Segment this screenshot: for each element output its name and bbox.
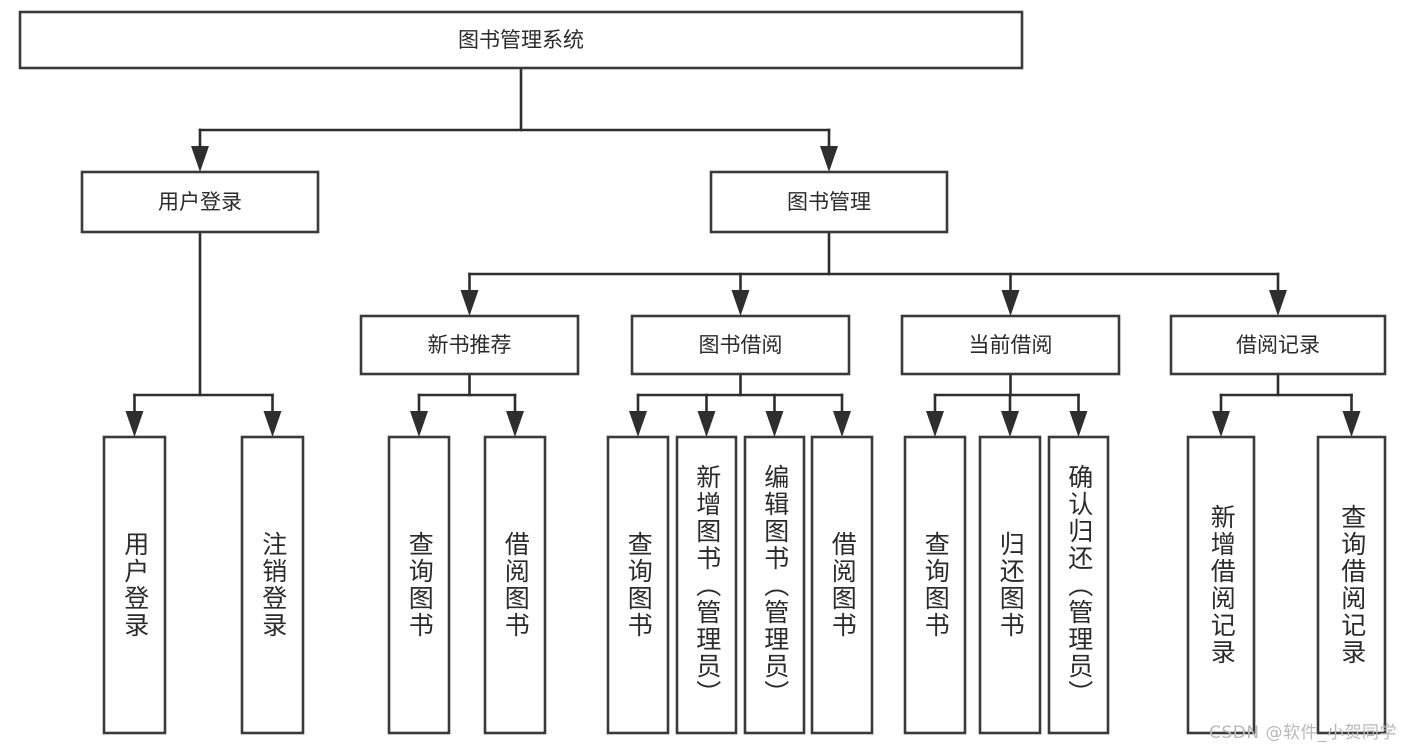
arrow-head-book-borrow [731, 290, 750, 316]
node-box-leaf-logout[interactable] [240, 435, 305, 735]
node-box-leaf-return-book[interactable] [978, 435, 1042, 735]
node-box-leaf-borrow-book-rec[interactable] [483, 435, 547, 735]
arrow-head-leaf-query-record [1342, 411, 1361, 437]
arrow-head-leaf-logout [263, 411, 282, 437]
arrow-head-new-book-recommend [460, 290, 479, 316]
node-box-leaf-query-record[interactable] [1316, 435, 1387, 735]
arrow-head-leaf-edit-book [765, 411, 784, 437]
arrow-head-current-borrow [1001, 290, 1020, 316]
node-box-leaf-add-record[interactable] [1186, 435, 1256, 735]
node-label-book-borrow: 图书借阅 [699, 333, 783, 357]
node-box-leaf-edit-book[interactable] [743, 435, 806, 735]
node-box-book-manage[interactable] [709, 170, 949, 234]
arrow-head-leaf-return-book [1001, 411, 1019, 437]
node-label-book-manage: 图书管理 [787, 190, 871, 214]
node-box-user-login[interactable] [80, 170, 320, 234]
node-box-leaf-user-login[interactable] [102, 435, 167, 735]
arrow-head-leaf-add-record [1212, 411, 1230, 437]
node-box-layer [18, 10, 1387, 735]
arrow-head-leaf-query-book [629, 411, 647, 437]
node-box-new-book-recommend[interactable] [359, 314, 580, 376]
node-box-leaf-query-book[interactable] [606, 435, 670, 735]
arrow-head-leaf-query-book-cur [926, 411, 944, 437]
node-box-borrow-record[interactable] [1169, 314, 1387, 376]
node-label-user-login: 用户登录 [158, 190, 242, 214]
arrow-head-leaf-borrow-book-rec [506, 411, 524, 437]
node-box-current-borrow[interactable] [900, 314, 1121, 376]
node-box-leaf-query-book-rec[interactable] [387, 435, 451, 735]
arrow-head-leaf-borrow-book [833, 411, 851, 437]
arrow-head-user-login [191, 146, 209, 172]
arrow-head-book-manage [820, 146, 838, 172]
node-box-leaf-confirm-return[interactable] [1047, 435, 1110, 735]
arrow-head-leaf-confirm-return [1069, 411, 1088, 437]
connector-layer [125, 66, 1361, 437]
node-box-leaf-borrow-book[interactable] [810, 435, 874, 735]
node-label-root: 图书管理系统 [458, 28, 584, 52]
node-box-root[interactable] [18, 10, 1024, 70]
node-label-new-book-recommend: 新书推荐 [428, 333, 512, 357]
node-label-borrow-record: 借阅记录 [1236, 333, 1320, 357]
node-label-current-borrow: 当前借阅 [969, 333, 1053, 357]
node-box-leaf-query-book-cur[interactable] [903, 435, 967, 735]
arrow-head-leaf-add-book [697, 411, 716, 437]
node-box-book-borrow[interactable] [630, 314, 851, 376]
arrow-head-leaf-user-login [125, 411, 144, 437]
arrow-head-borrow-record [1269, 290, 1287, 316]
arrow-head-leaf-query-book-rec [410, 411, 428, 437]
node-box-leaf-add-book[interactable] [675, 435, 738, 735]
